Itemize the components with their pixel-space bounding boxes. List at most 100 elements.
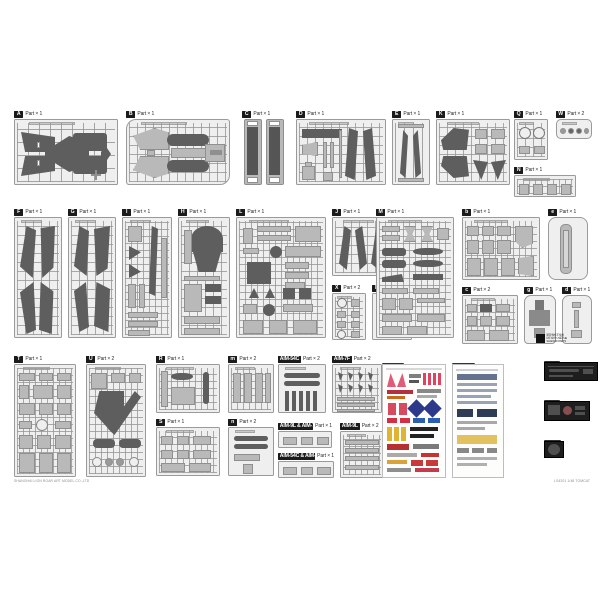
sprue-label-F: F Part × 1 — [14, 208, 62, 216]
weapon-qty-aim9l-aim7f: Part × 1 — [315, 422, 332, 429]
sprue-block-H[interactable]: H Part × 1 — [178, 208, 230, 338]
sprue-block-M[interactable]: M Part × 1 — [376, 208, 454, 338]
sprue-block-X[interactable]: X Part × 2 — [332, 284, 366, 340]
sprue-qty-X: Part × 2 — [343, 284, 361, 291]
sprue-label-g: g Part × 1 — [524, 286, 556, 294]
sprue-label-N: N Part × 1 — [514, 166, 576, 174]
sprue-block-g[interactable]: g Part × 1 — [524, 286, 556, 344]
sprue-qty-R: Part × 1 — [167, 355, 185, 362]
sprue-tag-d: d — [562, 286, 572, 294]
weapon-tag-aim9l: AIM-9L — [340, 422, 360, 430]
sprue-frame-c — [462, 295, 518, 344]
sprue-block-n[interactable]: n Part × 2 — [228, 418, 274, 476]
sprue-frame-U — [86, 364, 146, 477]
sprue-frame-E — [392, 119, 430, 185]
sprue-qty-J: Part × 1 — [343, 208, 361, 215]
sprue-tag-C: C — [242, 110, 252, 118]
sprue-qty-A: Part × 1 — [25, 110, 43, 117]
sprue-block-Q[interactable]: Q Part × 1 — [514, 110, 548, 160]
sprue-label-b: b Part × 1 — [462, 208, 540, 216]
weapon-label-aim9l-aim7f: AIM-9L & AIM-7F Part × 1 — [278, 422, 332, 430]
sprue-block-e[interactable]: e Part × 1 — [548, 208, 588, 280]
sprue-block-c[interactable]: c Part × 2 — [462, 286, 518, 344]
weapon-label-aim7f: AIM-7F Part × 2 — [332, 355, 382, 363]
sprue-tag-E: E — [392, 110, 402, 118]
sprue-frame-N — [514, 175, 576, 197]
sprue-qty-C: Part × 1 — [253, 110, 271, 117]
weapon-block-aim7f[interactable]: AIM-7F Part × 2 — [332, 355, 382, 413]
sprue-tag-T: T — [14, 355, 24, 363]
weapon-frame-aim9l-aim7f — [278, 431, 332, 448]
pe-block-c[interactable]: PE C — [544, 432, 596, 462]
sprue-block-E[interactable]: E Part × 1 — [392, 110, 430, 185]
sprue-block-D[interactable]: D Part × 1 — [296, 110, 386, 185]
sprue-label-K: K Part × 1 — [436, 110, 510, 118]
sprue-block-L[interactable]: L Part × 1 — [236, 208, 326, 338]
sprue-tag-W: W — [556, 110, 566, 118]
sprue-block-R[interactable]: R Part × 1 — [156, 355, 220, 413]
sprue-block-F[interactable]: F Part × 1 — [14, 208, 62, 338]
sprue-block-A[interactable]: A Part × 1 — [14, 110, 118, 185]
sprue-tag-B: B — [126, 110, 136, 118]
sprue-qty-L: Part × 1 — [247, 208, 265, 215]
sprue-tag-b: b — [462, 208, 472, 216]
sprue-tag-F: F — [14, 208, 24, 216]
decal-block-a[interactable]: Decal A — [382, 355, 446, 478]
sprue-tag-e: e — [548, 208, 558, 216]
sprue-block-T[interactable]: T Part × 1 — [14, 355, 76, 477]
sprue-qty-K: Part × 1 — [447, 110, 465, 117]
sprue-tag-N: N — [514, 166, 524, 174]
pe-fret-a — [544, 362, 598, 381]
sprue-frame-R — [156, 364, 220, 413]
pe-block-a[interactable]: PE A — [544, 353, 598, 385]
weapon-block-aim9l[interactable]: AIM-9L Part × 2 — [340, 422, 384, 478]
sprue-qty-I: Part × 1 — [133, 208, 151, 215]
sprue-tag-J: J — [332, 208, 342, 216]
sprue-block-m[interactable]: m Part × 2 — [228, 355, 274, 413]
sprue-frame-X — [332, 293, 366, 340]
sprue-block-K[interactable]: K Part × 1 — [436, 110, 510, 185]
pe-block-b[interactable]: PE B — [544, 392, 596, 426]
sprue-qty-g: Part × 1 — [535, 286, 553, 293]
weapon-label-aim9l: AIM-9L Part × 2 — [340, 422, 384, 430]
sprue-block-U[interactable]: U Part × 2 — [86, 355, 146, 477]
sprue-block-W[interactable]: W Part × 2 — [556, 110, 592, 150]
sprue-block-I[interactable]: I Part × 1 — [122, 208, 172, 338]
decal-block-b[interactable]: Decal B — [452, 355, 504, 478]
sprue-frame-n — [228, 427, 274, 476]
weapon-qty-aim54c-aim54a: Part × 1 — [317, 452, 334, 459]
sprue-block-N[interactable]: N Part × 1 — [514, 166, 576, 198]
sprue-block-G[interactable]: G Part × 1 — [68, 208, 116, 338]
decal-sheet-a — [382, 364, 446, 478]
weapon-frame-aim54c-aim54a — [278, 461, 334, 478]
weapon-block-aim54c-aim54a[interactable]: AIM-54C & AIM-54A Part × 1 — [278, 452, 334, 478]
sprue-tag-I: I — [122, 208, 132, 216]
sprue-tag-n: n — [228, 418, 238, 426]
weapon-tag-aim54c-aim54a: AIM-54C & AIM-54A — [278, 452, 325, 460]
sprue-tag-H: H — [178, 208, 188, 216]
sprue-tag-g: g — [524, 286, 534, 294]
sprue-frame-g — [524, 295, 556, 344]
sprue-block-S[interactable]: S Part × 1 — [156, 418, 220, 476]
sprue-block-C[interactable]: C Part × 1 — [242, 110, 286, 185]
weapon-label-aim54c-aim54a: AIM-54C & AIM-54A Part × 1 — [278, 452, 334, 460]
sprue-label-I: I Part × 1 — [122, 208, 172, 216]
weapon-frame-aim9l — [340, 431, 384, 478]
sprue-qty-e: Part × 1 — [559, 208, 577, 215]
sprue-tag-m: m — [228, 355, 238, 363]
sprue-label-C: C Part × 1 — [242, 110, 286, 118]
sprue-frame-W — [556, 119, 592, 139]
sprue-tag-U: U — [86, 355, 96, 363]
sprue-qty-d: Part × 1 — [573, 286, 591, 293]
shadow-parts-warning: 阴影零件不使用 DO NOT USE THE SHADOW PARTS — [536, 334, 567, 343]
weapon-block-aim9l-aim7f[interactable]: AIM-9L & AIM-7F Part × 1 — [278, 422, 332, 448]
sprue-block-B[interactable]: B Part × 1 — [126, 110, 230, 185]
sprue-label-W: W Part × 2 — [556, 110, 592, 118]
weapon-block-aim54c[interactable]: AIM-54C Part × 2 — [278, 355, 326, 413]
sprue-block-d[interactable]: d Part × 1 — [562, 286, 592, 344]
sprue-tag-D: D — [296, 110, 306, 118]
sprue-block-b[interactable]: b Part × 1 — [462, 208, 540, 280]
sprue-tag-L: L — [236, 208, 246, 216]
sprue-label-B: B Part × 1 — [126, 110, 230, 118]
footer-manufacturer: SHANGHAI LION ROAR ART MODEL CO.,LTD — [14, 479, 90, 483]
